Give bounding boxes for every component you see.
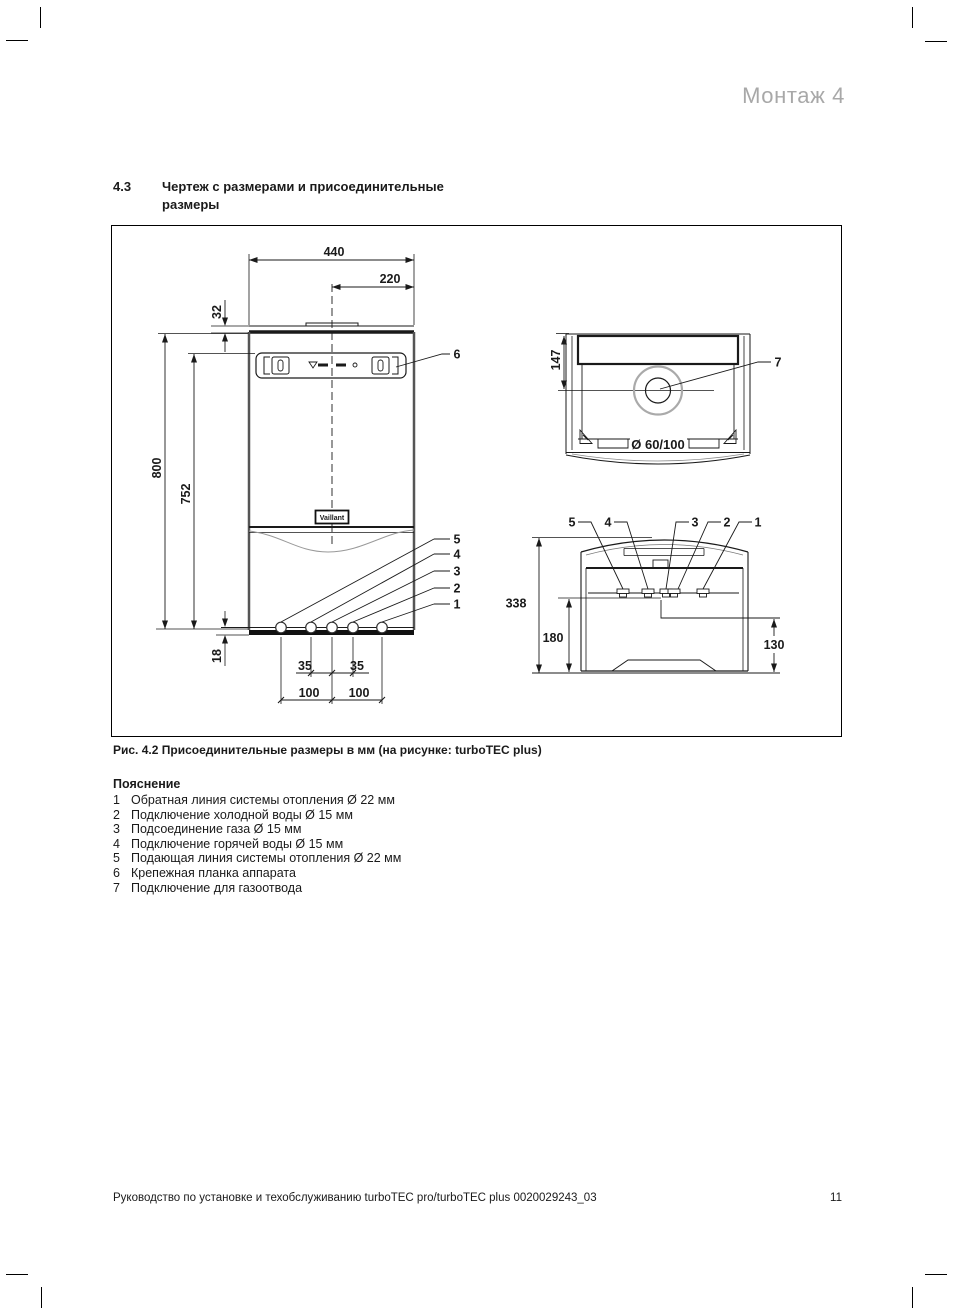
section-title-line1: Чертеж с размерами и присоединительные <box>162 179 444 194</box>
legend-item-text: Подключение для газоотвода <box>131 880 303 895</box>
dim-label-338: 338 <box>506 597 527 611</box>
crop-mark-top-right-vertical <box>912 7 913 28</box>
section-number: 4.3 <box>113 179 132 194</box>
callout-2-front: 2 <box>454 582 461 596</box>
dim-label-180: 180 <box>543 631 564 645</box>
dim-label-752: 752 <box>179 484 193 505</box>
legend-item-text: Подсоединение газа Ø 15 мм <box>131 822 302 837</box>
bottom-connections <box>275 621 388 634</box>
flue-opening-inner <box>644 377 672 404</box>
legend-item-number: 4 <box>113 836 120 851</box>
dim-label-35-left: 35 <box>298 659 312 673</box>
section-title: Чертеж с размерами и присоединительные р… <box>162 178 444 213</box>
front-view: Vaillant <box>150 245 461 704</box>
legend-item-text: Обратная линия системы отопления Ø 22 мм <box>131 793 395 807</box>
dim-label-220: 220 <box>380 272 401 286</box>
crop-mark-top-left-vertical <box>40 7 41 28</box>
dim-label-100-right: 100 <box>349 686 370 700</box>
callout-1-front: 1 <box>454 598 461 612</box>
dim-label-35-right: 35 <box>350 659 364 673</box>
legend-item: 2 Подключение холодной воды Ø 15 мм <box>113 808 401 823</box>
callout-3-front: 3 <box>454 565 461 579</box>
vaillant-logo-text: Vaillant <box>320 515 345 522</box>
bottom-view-arrowheads <box>536 538 777 673</box>
crop-mark-bottom-right-vertical <box>912 1287 913 1308</box>
dim-label-18: 18 <box>210 649 224 663</box>
callout-7: 7 <box>775 356 782 370</box>
callout-5-bottom: 5 <box>569 516 576 530</box>
section-title-line2: размеры <box>162 196 220 212</box>
legend-item: 1 Обратная линия системы отопления Ø 22 … <box>113 793 401 808</box>
callout-4-front: 4 <box>454 548 461 562</box>
legend-item-number: 2 <box>113 807 120 822</box>
mounting-bracket <box>255 352 407 379</box>
flue-diameter-label: Ø 60/100 <box>631 437 685 452</box>
callout-2-bottom: 2 <box>724 516 731 530</box>
page-number: 11 <box>830 1192 842 1204</box>
legend-title: Пояснение <box>113 777 181 791</box>
legend-item-number: 7 <box>113 880 120 895</box>
callout-4-bottom: 4 <box>605 516 612 530</box>
legend-item-number: 3 <box>113 822 120 837</box>
callout-6-front: 6 <box>454 348 461 362</box>
legend-item-text: Подключение горячей воды Ø 15 мм <box>131 836 344 851</box>
dim-label-147: 147 <box>549 350 563 371</box>
dim-label-440: 440 <box>324 245 345 259</box>
callout-5-front: 5 <box>454 533 461 547</box>
dim-label-800: 800 <box>150 458 164 479</box>
section-heading: 4.3 Чертеж с размерами и присоединительн… <box>113 178 444 213</box>
legend-list: 1 Обратная линия системы отопления Ø 22 … <box>113 793 401 895</box>
vaillant-logo <box>314 509 350 525</box>
crop-mark-bottom-left-vertical <box>41 1287 42 1308</box>
legend-item: 3 Подсоединение газа Ø 15 мм <box>113 822 401 837</box>
bottom-view: 338 180 130 5 4 3 2 1 <box>506 516 785 674</box>
legend-item-text: Подключение холодной воды Ø 15 мм <box>131 807 353 822</box>
bottom-view-stubs <box>616 588 710 598</box>
legend-item-number: 6 <box>113 865 120 880</box>
flue-opening-outer <box>632 365 684 416</box>
crop-mark-bottom-right-horizontal <box>925 1274 947 1275</box>
crop-mark-top-right-horizontal <box>925 41 947 42</box>
callout-1-bottom: 1 <box>755 516 762 530</box>
legend-item-number: 1 <box>113 793 120 807</box>
legend-item: 6 Крепежная планка аппарата <box>113 866 401 881</box>
dim-label-32: 32 <box>210 305 224 319</box>
figure-frame: Vaillant <box>111 225 842 737</box>
chapter-header: Монтаж 4 <box>742 83 845 108</box>
dimension-drawing: Vaillant <box>150 245 785 704</box>
footer-document-title: Руководство по установке и техобслуживан… <box>113 1192 597 1204</box>
crop-mark-top-left-horizontal <box>6 40 28 41</box>
legend-item-number: 5 <box>113 851 120 866</box>
crop-mark-bottom-left-horizontal <box>6 1274 28 1275</box>
legend-item: 5 Подающая линия системы отопления Ø 22 … <box>113 851 401 866</box>
legend-item: 7 Подключение для газоотвода <box>113 881 401 896</box>
figure-caption: Рис. 4.2 Присоединительные размеры в мм … <box>113 743 542 757</box>
front-view-arrowheads <box>162 257 414 644</box>
top-view-arrowheads <box>561 336 567 389</box>
top-view: 147 Ø 60/100 7 <box>549 333 782 465</box>
legend-item: 4 Подключение горячей воды Ø 15 мм <box>113 837 401 852</box>
dim-label-100-left: 100 <box>299 686 320 700</box>
dim-label-130: 130 <box>764 638 785 652</box>
legend-item-text: Крепежная планка аппарата <box>131 865 296 880</box>
legend-item-text: Подающая линия системы отопления Ø 22 мм <box>131 851 402 866</box>
callout-3-bottom: 3 <box>692 516 699 530</box>
